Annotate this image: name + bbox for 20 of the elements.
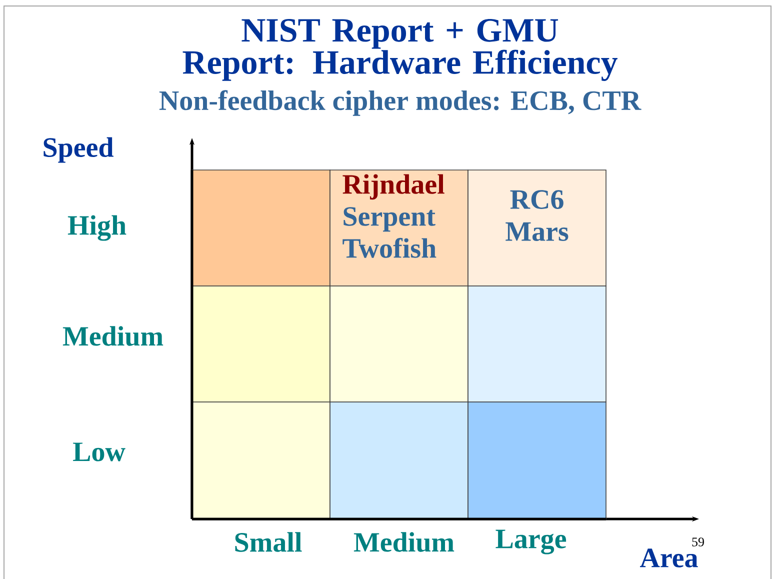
column-label: Medium xyxy=(354,532,454,552)
grid-cell xyxy=(192,286,330,402)
row-label: Low xyxy=(73,442,126,462)
grid-cell xyxy=(468,402,606,520)
page-number: 59 xyxy=(692,538,704,546)
grid-cell xyxy=(192,170,330,286)
grid-cell xyxy=(330,286,468,402)
column-label: Small xyxy=(235,532,302,552)
grid-cell xyxy=(192,402,330,520)
row-label: Medium xyxy=(62,326,164,346)
axis-title: Area xyxy=(640,548,698,568)
grid-cell: RC6 Mars xyxy=(468,170,606,286)
column-label: Large xyxy=(496,530,566,554)
subtitle: Non-feedback cipher modes: ECB, CTR xyxy=(159,90,642,116)
grid-cell xyxy=(330,402,468,520)
grid-cell: Rijndael Serpent Twofish xyxy=(330,170,468,286)
title: NIST Report + GMU Report: Hardware Efficiency xyxy=(182,18,618,82)
grid-cell xyxy=(468,286,606,402)
row-label: High xyxy=(68,215,126,241)
axis-title: Speed xyxy=(44,137,114,163)
